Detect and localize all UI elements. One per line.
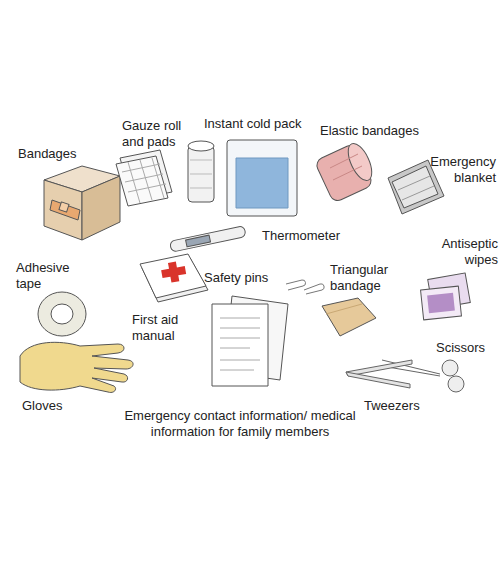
- item-label: Gloves: [22, 398, 92, 414]
- adhesive-tape: [38, 292, 86, 336]
- gauze-roll: [188, 141, 214, 202]
- item-label: Gauze roll and pads: [122, 118, 200, 150]
- elastic-bandage: [314, 140, 376, 203]
- item-label: Bandages: [18, 146, 98, 162]
- bandage-box: [44, 166, 120, 240]
- triangular-bandage: [322, 298, 376, 336]
- gloves: [20, 342, 133, 392]
- item-label: Thermometer: [262, 228, 362, 244]
- item-label: Scissors: [436, 340, 498, 356]
- cold-pack: [227, 140, 297, 216]
- gauze-pads: [116, 150, 172, 206]
- item-label: Antiseptic wipes: [420, 236, 498, 268]
- item-label: Elastic bandages: [320, 123, 450, 139]
- thermometer: [170, 226, 247, 253]
- item-label: Safety pins: [204, 270, 284, 286]
- antiseptic-wipes: [421, 273, 471, 320]
- item-label: Emergency blanket: [414, 154, 496, 186]
- item-label: Emergency contact information/ medical i…: [100, 408, 380, 440]
- item-label: Triangular bandage: [330, 262, 414, 294]
- item-label: First aid manual: [132, 312, 198, 344]
- safety-pins: [286, 280, 324, 294]
- tweezers: [346, 360, 412, 388]
- item-label: Adhesive tape: [16, 260, 86, 292]
- documents: [212, 296, 288, 386]
- first-aid-manual: [140, 254, 208, 302]
- item-label: Tweezers: [364, 398, 440, 414]
- item-label: Instant cold pack: [204, 116, 334, 132]
